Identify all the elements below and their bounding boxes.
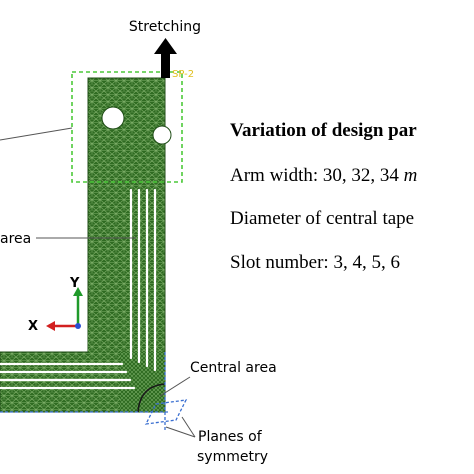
sp-tag: SP-2	[172, 69, 194, 80]
central-tape-arc	[137, 383, 166, 413]
hole-right	[152, 125, 172, 145]
stretching-label: Stretching	[129, 19, 201, 35]
symmetry-planes	[0, 352, 188, 432]
axis-x-label: X	[28, 319, 38, 334]
leader-line-central	[159, 376, 191, 397]
hole-left	[101, 106, 125, 130]
leader-line-top	[0, 127, 73, 141]
slot-number-line: Slot number: 3, 4, 5, 6	[230, 252, 400, 273]
axis-y-label: Y	[69, 276, 80, 291]
planes-label-line2: symmetry	[197, 449, 268, 465]
grip-region-box	[71, 71, 183, 183]
area-label: area	[0, 231, 31, 247]
leader-lines-planes	[165, 416, 196, 438]
params-title: Variation of design par	[230, 120, 417, 141]
arm-width-line: Arm width: 30, 32, 34 m	[230, 165, 417, 187]
arm-width-unit: m	[403, 165, 418, 186]
diameter-line: Diameter of central tape	[230, 208, 415, 229]
horizontal-slots	[0, 362, 136, 390]
arm-width-text: Arm width: 30, 32, 34	[230, 165, 404, 186]
vertical-slots	[129, 188, 157, 372]
axes-triad	[46, 287, 83, 331]
stretching-arrow-icon	[154, 38, 177, 78]
central-area-mesh	[120, 352, 165, 412]
central-area-label: Central area	[190, 360, 277, 376]
planes-label-line1: Planes of	[198, 429, 263, 445]
